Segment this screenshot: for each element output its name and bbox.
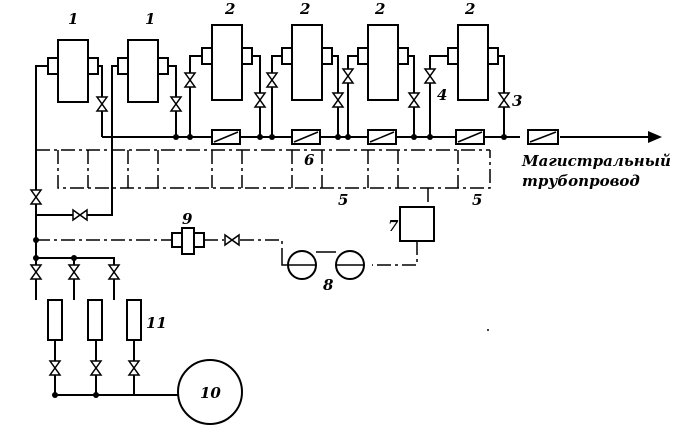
valve-icon xyxy=(108,264,120,280)
filter-lines xyxy=(35,257,178,396)
label-3: 3 xyxy=(512,92,522,110)
compressor-unit-2b xyxy=(281,24,333,101)
valve-icon xyxy=(266,72,278,88)
unit-9 xyxy=(171,227,205,255)
oil-tank-7 xyxy=(399,206,435,242)
junction-dots xyxy=(33,134,507,398)
valve-icon xyxy=(184,72,196,88)
label-11: 11 xyxy=(146,314,167,332)
valve-icon xyxy=(408,92,420,108)
oil-system-lines-5 xyxy=(36,149,491,210)
compressor-unit-2c xyxy=(357,24,409,101)
label-2c: 2 xyxy=(374,0,385,18)
pipeline-label-line1: Магистральный xyxy=(521,152,671,170)
label-4: 4 xyxy=(437,86,447,104)
valve-icon xyxy=(424,68,436,84)
label-7: 7 xyxy=(388,217,399,235)
label-9: 9 xyxy=(182,210,193,228)
valve-icon xyxy=(30,264,42,280)
valve-icon xyxy=(68,264,80,280)
filters-11 xyxy=(47,299,142,341)
tank-to-pumps-line xyxy=(372,241,418,266)
line-valve-to-pumps xyxy=(240,239,283,252)
label-5a: 5 xyxy=(338,191,348,209)
pipeline-label-line2: трубопровод xyxy=(522,172,640,190)
valve-icon xyxy=(49,360,61,376)
label-2d: 2 xyxy=(464,0,475,18)
label-5b: 5 xyxy=(472,191,482,209)
valve-icon xyxy=(170,96,182,112)
valve-icon xyxy=(254,92,266,108)
suction-pipes xyxy=(35,55,505,285)
label-8: 8 xyxy=(323,276,334,294)
label-6: 6 xyxy=(304,151,315,169)
valve-icon xyxy=(90,360,102,376)
pumps-8 xyxy=(281,250,365,280)
valve-icon xyxy=(72,209,88,221)
valve-icon xyxy=(342,68,354,84)
compressor-unit-2d xyxy=(447,24,499,101)
valve-icon xyxy=(332,92,344,108)
speck xyxy=(487,329,489,331)
valve-icon xyxy=(30,189,42,205)
valve-icon xyxy=(224,234,240,246)
label-2b: 2 xyxy=(299,0,310,18)
coolers-6 xyxy=(211,129,559,145)
compressor-unit-2a xyxy=(201,24,253,101)
label-1a: 1 xyxy=(68,10,78,28)
label-2a: 2 xyxy=(224,0,235,18)
valve-icon xyxy=(96,96,108,112)
label-10: 10 xyxy=(200,384,221,402)
label-1b: 1 xyxy=(145,10,155,28)
compressor-unit-1b xyxy=(117,39,169,103)
valve-icon xyxy=(498,92,510,108)
valve-icon xyxy=(128,360,140,376)
compressor-unit-1a xyxy=(47,39,99,103)
start-system-10 xyxy=(177,359,243,425)
